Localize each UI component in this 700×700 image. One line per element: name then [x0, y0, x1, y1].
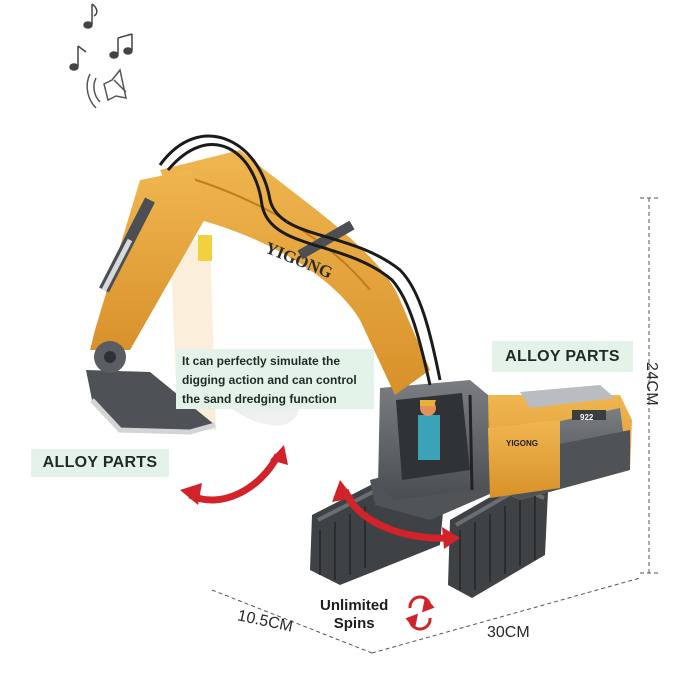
model-number: 922 — [580, 413, 594, 422]
music-note-icon — [83, 3, 98, 29]
dimension-lines — [211, 197, 658, 654]
spins-line-2: Spins — [333, 615, 375, 632]
boom-swing-arrow — [180, 445, 288, 505]
unlimited-spins-label: Unlimited Spins — [320, 597, 388, 633]
cab-logo: YIGONG — [506, 439, 538, 448]
music-notes-icon — [69, 33, 133, 71]
side-body-panel — [488, 420, 560, 498]
cab-swing-arrow — [332, 480, 460, 549]
speaker-sound-icon — [86, 68, 127, 109]
spins-line-1: Unlimited — [320, 597, 389, 614]
operator-cab — [378, 380, 490, 500]
digging-action-note: It can perfectly simulate the digging ac… — [176, 349, 374, 409]
excavator-stick — [90, 170, 210, 350]
excavator-bucket — [86, 341, 216, 435]
height-dimension-label: 24CM — [643, 362, 660, 406]
hydraulic-cylinders — [99, 197, 355, 293]
alloy-parts-label-left: ALLOY PARTS — [31, 449, 169, 477]
width-dimension-label: 30CM — [487, 624, 530, 641]
rotate-arrows-icon — [405, 595, 435, 631]
hydraulic-hoses — [158, 134, 442, 386]
alloy-parts-label-right: ALLOY PARTS — [492, 341, 633, 372]
